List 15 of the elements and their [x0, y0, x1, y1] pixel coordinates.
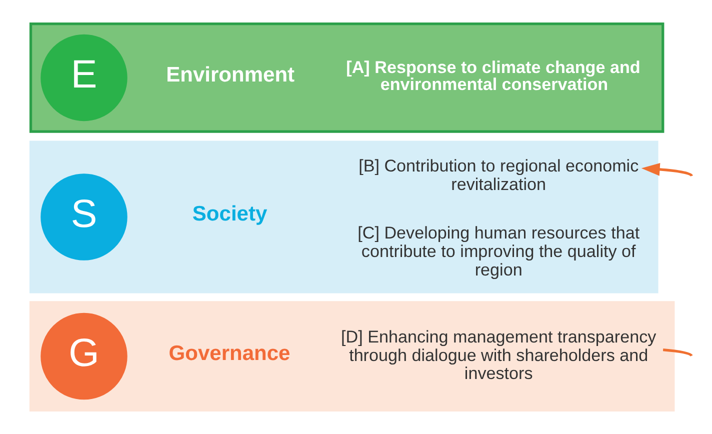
node-circle: E: [40, 34, 127, 122]
cluster: [28, 22, 664, 133]
node-circle: G: [40, 312, 127, 400]
cluster: [28, 301, 674, 412]
connector: [662, 348, 692, 357]
node-text: Society: [192, 202, 267, 226]
node-text: Environment: [166, 63, 294, 86]
node-text: [C] Developing human resources that contribute to improving the quality of region: [357, 224, 640, 280]
arrow: [640, 163, 692, 177]
node-text: [A] Response to climate change and environmental conservation: [346, 58, 640, 94]
node-text: Governance: [168, 342, 290, 365]
cluster: [28, 140, 658, 294]
node-text: [B] Contribution to regional economic revitalization: [358, 156, 638, 194]
node-circle: S: [40, 174, 127, 260]
node-text: [D] Enhancing management transparency through dialogue with shareholders and investors: [340, 327, 656, 384]
